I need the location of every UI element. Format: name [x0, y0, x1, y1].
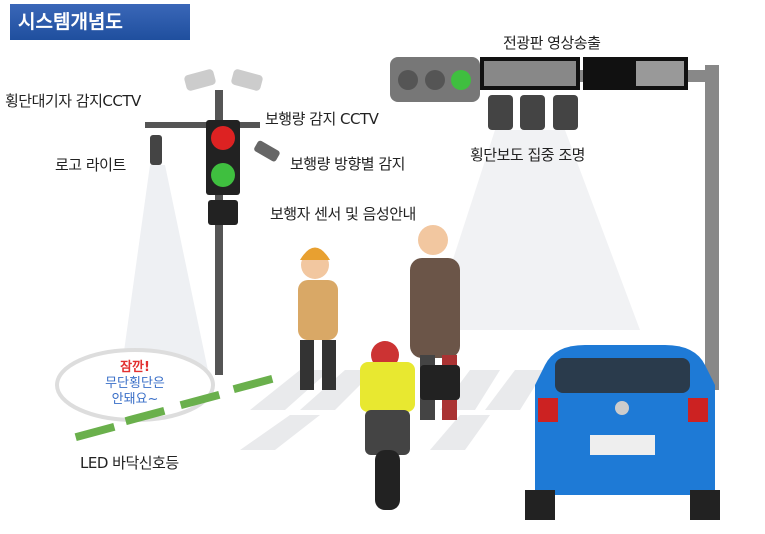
page-title: 시스템개념도: [10, 4, 190, 40]
right-pole: [705, 65, 719, 390]
left-pole: [215, 90, 223, 375]
display-board: [480, 57, 688, 90]
bubble-line-2: 무단횡단은: [105, 376, 165, 391]
cctv-camera-icon: [184, 69, 280, 162]
label-display: 전광판 영상송출: [503, 34, 601, 52]
vehicle-signal: [390, 57, 480, 102]
spotlight-beam: [430, 130, 640, 330]
bubble-line-3: 안돼요~: [111, 392, 159, 407]
led-floor-signals: [74, 374, 274, 442]
bubble-line-1: 잠깐!: [120, 360, 150, 375]
pedestrian-signal: [206, 120, 240, 225]
label-crosswalk-light: 횡단보도 집중 조명: [470, 146, 585, 164]
logo-light-beam: [120, 165, 210, 380]
voice-sensor-icon: [208, 200, 238, 225]
label-sensor-voice: 보행자 센서 및 음성안내: [270, 205, 416, 223]
crossbar: [145, 122, 260, 128]
blue-car: [525, 345, 720, 520]
label-pedestrian-cctv: 보행량 감지 CCTV: [265, 110, 379, 128]
logo-light-icon: [150, 135, 162, 165]
label-direction-detect: 보행량 방향별 감지: [290, 155, 405, 173]
label-waiting-cctv: 횡단대기자 감지CCTV: [5, 92, 141, 110]
crosswalk-lamps: [488, 95, 578, 130]
label-led-floor: LED 바닥신호등: [80, 454, 179, 472]
pedestrian-woman: [298, 247, 338, 390]
warning-bubble: 잠깐! 무단횡단은 안돼요~: [75, 360, 195, 408]
motorcycle: [360, 341, 415, 510]
pedestrian-man: [410, 225, 460, 420]
label-logo-light: 로고 라이트: [55, 156, 126, 174]
